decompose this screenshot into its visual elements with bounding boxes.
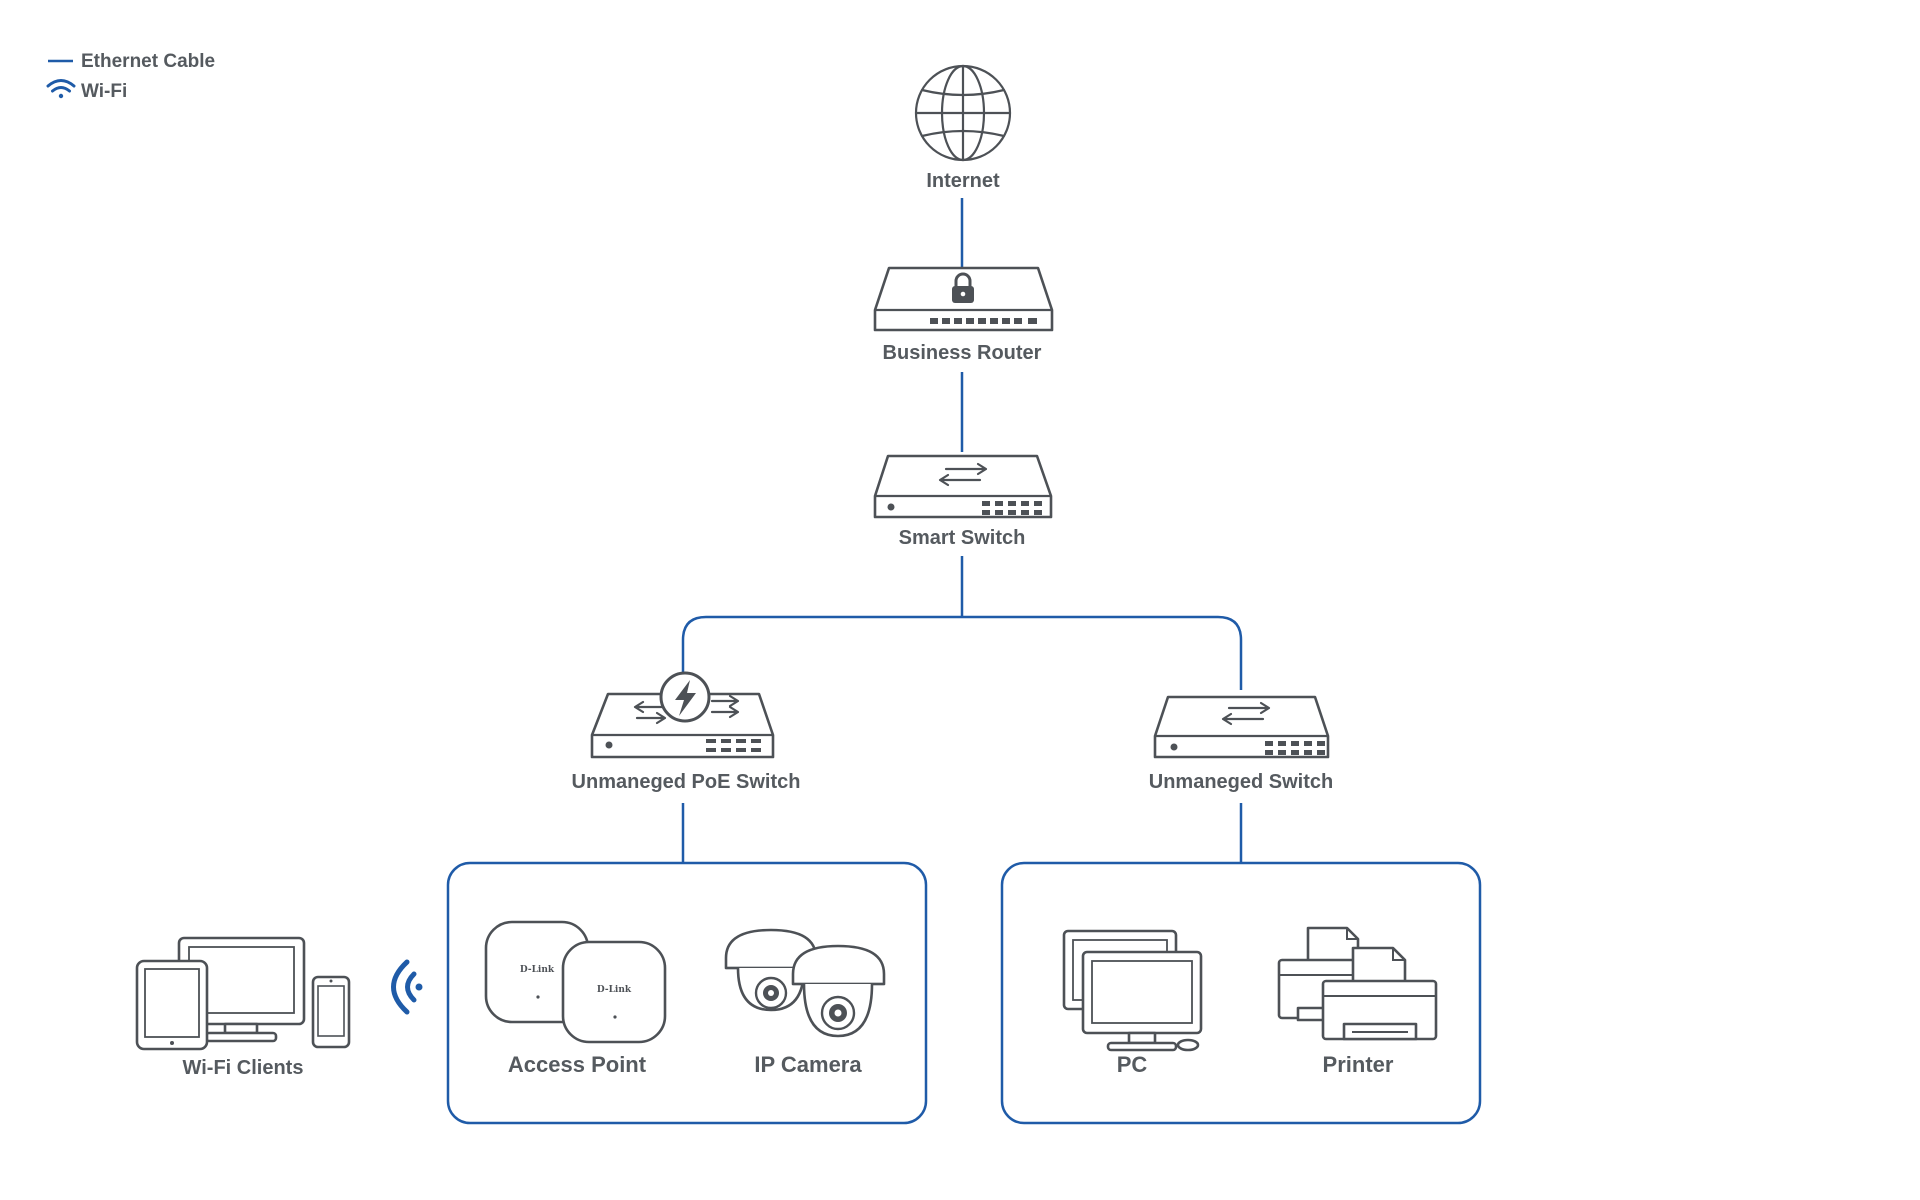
smartphone-icon: [311, 975, 351, 1049]
ip-camera-icon: [724, 928, 886, 1038]
poe-switch-ports: [706, 739, 761, 752]
switch-arrows-icon-2: [1221, 701, 1271, 726]
poe-switch-icon: [590, 671, 775, 759]
router-icon: [873, 266, 1054, 332]
printer-front: [1321, 946, 1438, 1041]
pc-label: PC: [1117, 1052, 1148, 1077]
pc-icon: [1062, 929, 1203, 1052]
smart-switch-label: Smart Switch: [899, 527, 1026, 549]
wifi-legend-icon: [46, 79, 76, 99]
access-point-brand-front: D-Link: [597, 985, 632, 995]
switch-arrows-icon: [938, 462, 988, 487]
wifi-clients-icon: [135, 936, 351, 1051]
wifi-signal-icon: [391, 959, 423, 1015]
desktop-monitor-icon: [177, 936, 306, 1043]
wifi-legend-label: Wi-Fi: [81, 81, 127, 102]
wifi-clients-label: Wi-Fi Clients: [183, 1057, 304, 1079]
poe-switch-label: Unmaneged PoE Switch: [572, 771, 801, 793]
legend: Ethernet Cable Wi-Fi: [46, 51, 215, 102]
lightning-icon: [675, 680, 696, 716]
ip-camera-label: IP Camera: [754, 1052, 862, 1077]
unmanaged-switch-ports: [1265, 741, 1325, 755]
ethernet-legend-label: Ethernet Cable: [81, 51, 215, 72]
router-ports: [930, 318, 1037, 324]
link-switch-branches: [681, 556, 1243, 690]
router-label: Business Router: [883, 342, 1042, 364]
internet-label: Internet: [926, 170, 1000, 192]
unmanaged-switch-icon: [1153, 695, 1330, 759]
camera-front: [791, 944, 886, 1038]
smart-switch-icon: [873, 454, 1053, 519]
ethernet-links: [446, 198, 1482, 1125]
switch-arrows-left-icon: [633, 700, 667, 725]
tablet-icon: [135, 959, 209, 1051]
switch-arrows-right-icon: [710, 694, 740, 719]
group-box-right: [1000, 861, 1482, 1125]
printer-label: Printer: [1323, 1052, 1394, 1077]
smart-switch-ports: [982, 501, 1042, 515]
camera-back: [724, 928, 818, 1012]
unmanaged-switch-label: Unmaneged Switch: [1149, 771, 1333, 793]
access-point-icon: D-Link D-Link: [484, 920, 667, 1044]
globe-icon: [914, 64, 1012, 162]
lock-icon: [952, 272, 974, 303]
access-point-label: Access Point: [508, 1052, 647, 1077]
mouse-icon: [1176, 1038, 1200, 1052]
access-point-brand-back: D-Link: [520, 965, 555, 975]
monitor-front: [1081, 950, 1203, 1052]
printer-icon: [1277, 926, 1438, 1041]
group-box-left: [446, 861, 928, 1125]
